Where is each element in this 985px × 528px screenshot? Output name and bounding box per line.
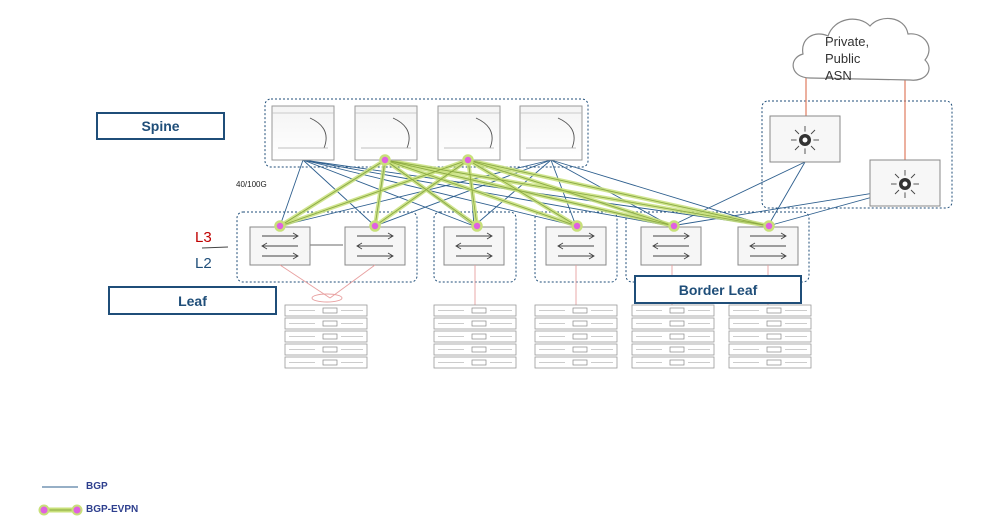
speed-label: 40/100G — [236, 180, 267, 189]
border-leaf-switch-2 — [737, 226, 799, 266]
border-leaf-label: Border Leaf — [634, 275, 802, 304]
leaf-switch-3 — [443, 226, 505, 266]
bgp-evpn-endpoints — [274, 154, 775, 232]
edge-routers — [769, 115, 941, 207]
cloud-uplinks — [805, 72, 906, 160]
legend-graphics — [38, 486, 83, 516]
evpn-endpoint-4 — [369, 220, 381, 232]
l3-label: L3 — [195, 229, 212, 246]
spine-switch-4 — [519, 105, 583, 161]
server-stack-1 — [284, 304, 368, 369]
server-stack-3 — [534, 304, 618, 369]
server-stack-5 — [728, 304, 812, 369]
legend-evpn-node-right — [71, 504, 83, 516]
cloud-label-line3: ASN — [825, 68, 852, 83]
cloud-label-line2: Public — [825, 51, 861, 66]
evpn-endpoint-3 — [274, 220, 286, 232]
edge-router-group-box — [761, 100, 953, 209]
spine-label: Spine — [96, 112, 225, 140]
evpn-endpoint-6 — [571, 220, 583, 232]
evpn-endpoint-8 — [763, 220, 775, 232]
bgp-evpn-links — [279, 159, 770, 227]
leaf-pair-group-box — [236, 211, 418, 283]
edge-router-2 — [869, 159, 941, 207]
edge-router-1 — [769, 115, 841, 163]
cloud-icon — [792, 17, 930, 81]
spine-switches — [271, 105, 583, 161]
legend-bgp-label: BGP — [86, 481, 108, 492]
l3-l2-separator — [201, 246, 229, 249]
leaf-switch-1 — [249, 226, 311, 266]
evpn-endpoint-7 — [668, 220, 680, 232]
l2-label: L2 — [195, 255, 212, 272]
legend-evpn-node-left — [38, 504, 50, 516]
evpn-endpoint-5 — [471, 220, 483, 232]
leaf-switch-4 — [545, 226, 607, 266]
spine-switch-1 — [271, 105, 335, 161]
evpn-endpoint-1 — [379, 154, 391, 166]
server-racks — [284, 304, 812, 369]
server-stack-2 — [433, 304, 517, 369]
leaf-switch-2 — [344, 226, 406, 266]
leaf-switches — [249, 226, 799, 266]
leaf-label: Leaf — [108, 286, 277, 315]
cloud-label-line1: Private, — [825, 34, 870, 49]
spine-switch-2 — [354, 105, 418, 161]
legend-evpn-label: BGP-EVPN — [86, 504, 139, 515]
evpn-endpoint-2 — [462, 154, 474, 166]
spine-switch-3 — [437, 105, 501, 161]
server-stack-4 — [631, 304, 715, 369]
border-leaf-switch-1 — [640, 226, 702, 266]
